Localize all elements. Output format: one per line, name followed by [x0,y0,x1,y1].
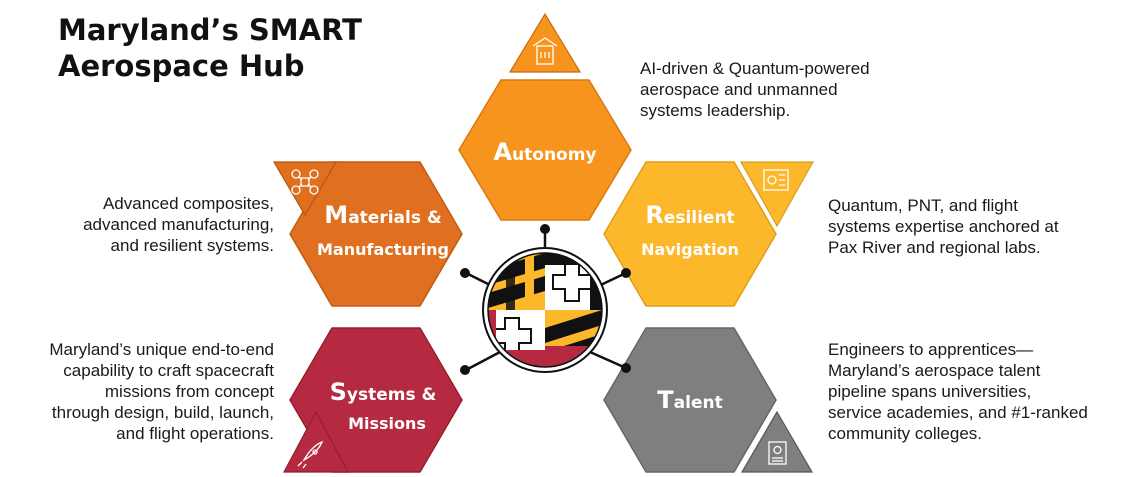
svg-text:Resilient: Resilient [645,201,734,229]
hex-navigation: Resilient Navigation [603,161,777,307]
hex-navigation-rest: esilient [664,208,735,228]
hex-systems-rest: ystems & [347,385,437,405]
blueprint-gear-icon [739,161,815,228]
hex-materials-rest: aterials & [348,208,442,228]
connector-systems [465,350,501,372]
hex-systems-line2: Missions [348,414,426,433]
hex-autonomy-rest: utonomy [512,145,597,165]
hex-navigation-initial: R [645,201,663,229]
connector-talent [589,350,627,370]
hex-talent-initial: T [657,386,674,414]
connector-dots [460,224,631,375]
hex-materials: Materials & Manufacturing [289,161,463,307]
desc-materials: Advanced composites, advanced manufactur… [83,194,274,255]
svg-text:Autonomy: Autonomy [493,138,596,166]
desc-talent: Engineers to apprentices— Maryland’s aer… [828,340,1088,443]
svg-text:Talent: Talent [657,386,722,414]
hex-talent: Talent [603,327,777,473]
svg-text:Systems &: Systems & [330,378,437,406]
hex-autonomy: Autonomy [458,79,632,221]
maryland-flag-emblem [482,247,608,373]
title-line-2: Aerospace Hub [58,49,305,83]
buildings-icon [508,12,582,73]
hex-systems-initial: S [330,378,347,406]
hex-navigation-line2: Navigation [641,240,739,259]
rocket-icon [283,410,349,473]
hex-materials-initial: M [324,201,348,229]
certificate-icon [740,410,814,473]
hex-autonomy-initial: A [493,138,512,166]
desc-navigation: Quantum, PNT, and flight systems experti… [828,196,1059,257]
desc-systems: Maryland’s unique end-to-end capability … [49,340,274,443]
svg-text:Materials &: Materials & [324,201,442,229]
desc-autonomy: AI-driven & Quantum-powered aerospace an… [640,59,870,120]
hex-materials-line2: Manufacturing [317,240,449,259]
hex-talent-rest: alent [674,393,723,413]
title-line-1: Maryland’s SMART [58,13,362,47]
page-title: Maryland’s SMART Aerospace Hub [58,12,362,84]
drone-icon [272,161,338,217]
hex-systems: Systems & Missions [289,327,463,473]
